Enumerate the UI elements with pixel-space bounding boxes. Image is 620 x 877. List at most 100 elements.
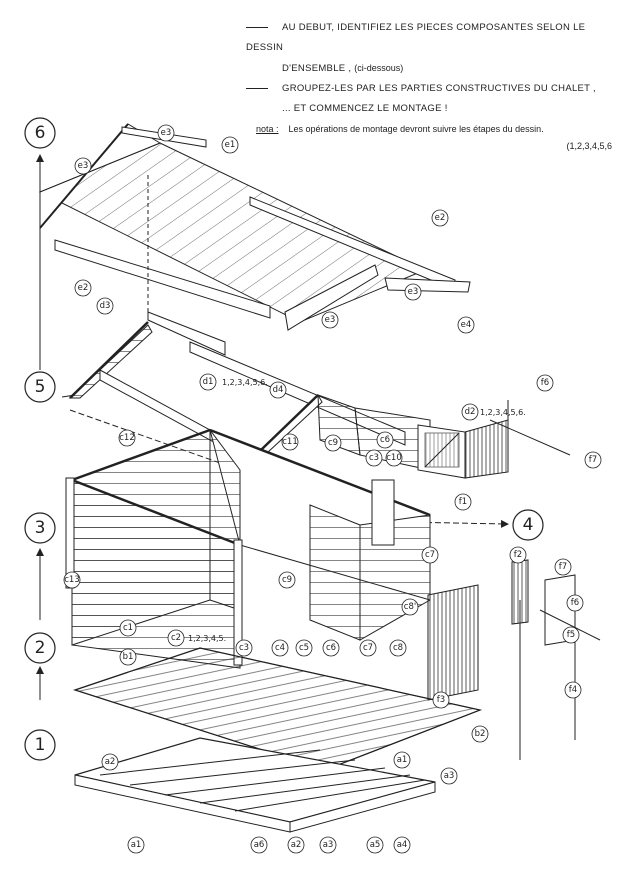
part-label-c2: c2 bbox=[167, 629, 185, 647]
part-label-c3: c3 bbox=[235, 639, 253, 657]
part-label-a5: a5 bbox=[366, 836, 384, 854]
instruction-text: AU DEBUT, IDENTIFIEZ LES PIECES COMPOSAN… bbox=[246, 22, 586, 53]
nota-line: nota : Les opérations de montage devront … bbox=[246, 119, 612, 139]
label-circle bbox=[359, 639, 377, 657]
door-assembly bbox=[427, 559, 601, 760]
label-circle bbox=[421, 546, 439, 564]
label-text: c6 bbox=[380, 435, 390, 445]
label-text: c8' bbox=[404, 602, 416, 612]
c2-steps-annotation: 1,2,3,4,5. bbox=[188, 634, 226, 643]
step-marker-4: 4 bbox=[512, 509, 544, 541]
label-circle bbox=[74, 157, 92, 175]
label-circle bbox=[401, 598, 419, 616]
part-label-a6: a6 bbox=[250, 836, 268, 854]
label-circle bbox=[271, 639, 289, 657]
label-circle bbox=[584, 451, 602, 469]
label-text: c7 bbox=[425, 550, 435, 560]
step-circle bbox=[24, 117, 56, 149]
label-text: c6 bbox=[326, 643, 336, 653]
label-circle bbox=[281, 433, 299, 451]
part-label-c8: c8 bbox=[389, 639, 407, 657]
part-label-e2: e2 bbox=[74, 279, 92, 297]
floor-assembly bbox=[73, 647, 483, 771]
label-text: e2 bbox=[78, 283, 89, 293]
label-text: c10 bbox=[386, 453, 402, 463]
label-text: a5 bbox=[370, 840, 381, 850]
label-text: b2 bbox=[475, 729, 486, 739]
label-circle bbox=[509, 546, 527, 564]
part-label-a3: a3 bbox=[440, 767, 458, 785]
nota-steps: (1,2,3,4,5,6 bbox=[566, 141, 612, 151]
label-text: d2 bbox=[465, 407, 476, 417]
label-text: e1 bbox=[225, 140, 236, 150]
label-text: f7 bbox=[589, 455, 597, 465]
label-circle bbox=[566, 594, 584, 612]
label-circle bbox=[365, 449, 383, 467]
label-circle bbox=[324, 434, 342, 452]
label-text: c12 bbox=[119, 433, 135, 443]
nota-text: Les opérations de montage devront suivre… bbox=[288, 124, 544, 134]
part-label-c6: c6 bbox=[376, 431, 394, 449]
part-label-d4: d4 bbox=[269, 381, 287, 399]
part-label-c6: c6 bbox=[322, 639, 340, 657]
label-text: f6 bbox=[571, 598, 579, 608]
label-text: d3 bbox=[100, 301, 111, 311]
label-text: d1 bbox=[203, 377, 214, 387]
label-circle bbox=[319, 836, 337, 854]
label-text: a2 bbox=[105, 757, 116, 767]
label-text: c9 bbox=[328, 438, 338, 448]
instructions-block: AU DEBUT, IDENTIFIEZ LES PIECES COMPOSAN… bbox=[246, 18, 612, 153]
label-circle bbox=[127, 836, 145, 854]
part-label-e3: e3 bbox=[404, 283, 422, 301]
step-number: 1 bbox=[35, 735, 46, 755]
label-circle bbox=[287, 836, 305, 854]
label-text: a6 bbox=[254, 840, 265, 850]
step-circle bbox=[512, 509, 544, 541]
label-text: c1 bbox=[123, 623, 133, 633]
label-circle bbox=[295, 639, 313, 657]
label-circle bbox=[118, 429, 136, 447]
instruction-line-2: GROUPEZ-LES PAR LES PARTIES CONSTRUCTIVE… bbox=[246, 79, 612, 99]
part-label-c5: c5 bbox=[295, 639, 313, 657]
part-label-a2: a2 bbox=[287, 836, 305, 854]
label-circle bbox=[562, 626, 580, 644]
nota-label: nota : bbox=[256, 124, 279, 134]
base-frame-assembly bbox=[74, 737, 436, 833]
label-text: f3 bbox=[437, 695, 445, 705]
label-text: f1 bbox=[459, 497, 467, 507]
step-circle bbox=[24, 632, 56, 664]
part-label-c3: c3 bbox=[365, 449, 383, 467]
label-text: a3 bbox=[323, 840, 334, 850]
bullet-dash bbox=[246, 26, 268, 28]
label-circle bbox=[167, 629, 185, 647]
instruction-text: D'ENSEMBLE , bbox=[282, 63, 352, 74]
label-text: c7 bbox=[363, 643, 373, 653]
part-label-a4: a4 bbox=[393, 836, 411, 854]
step-marker-3: 3 bbox=[24, 512, 56, 544]
label-circle bbox=[471, 725, 489, 743]
label-text: e3 bbox=[161, 128, 172, 138]
label-text: a2 bbox=[291, 840, 302, 850]
label-text: f4 bbox=[569, 685, 577, 695]
label-circle bbox=[432, 691, 450, 709]
part-label-f7: f7 bbox=[554, 558, 572, 576]
label-circle bbox=[536, 374, 554, 392]
part-label-d3: d3 bbox=[96, 297, 114, 315]
label-circle bbox=[74, 279, 92, 297]
label-circle bbox=[235, 639, 253, 657]
d1-steps-annotation: 1,2,3,4,5,6. bbox=[222, 378, 268, 387]
part-label-c1: c1 bbox=[119, 619, 137, 637]
label-circle bbox=[157, 124, 175, 142]
label-circle bbox=[322, 639, 340, 657]
label-text: e3 bbox=[78, 161, 89, 171]
label-circle bbox=[457, 316, 475, 334]
label-text: c5 bbox=[299, 643, 309, 653]
part-label-c7: c7 bbox=[421, 546, 439, 564]
label-circle bbox=[376, 431, 394, 449]
label-text: d4 bbox=[273, 385, 284, 395]
label-circle bbox=[63, 571, 81, 589]
label-circle bbox=[96, 297, 114, 315]
